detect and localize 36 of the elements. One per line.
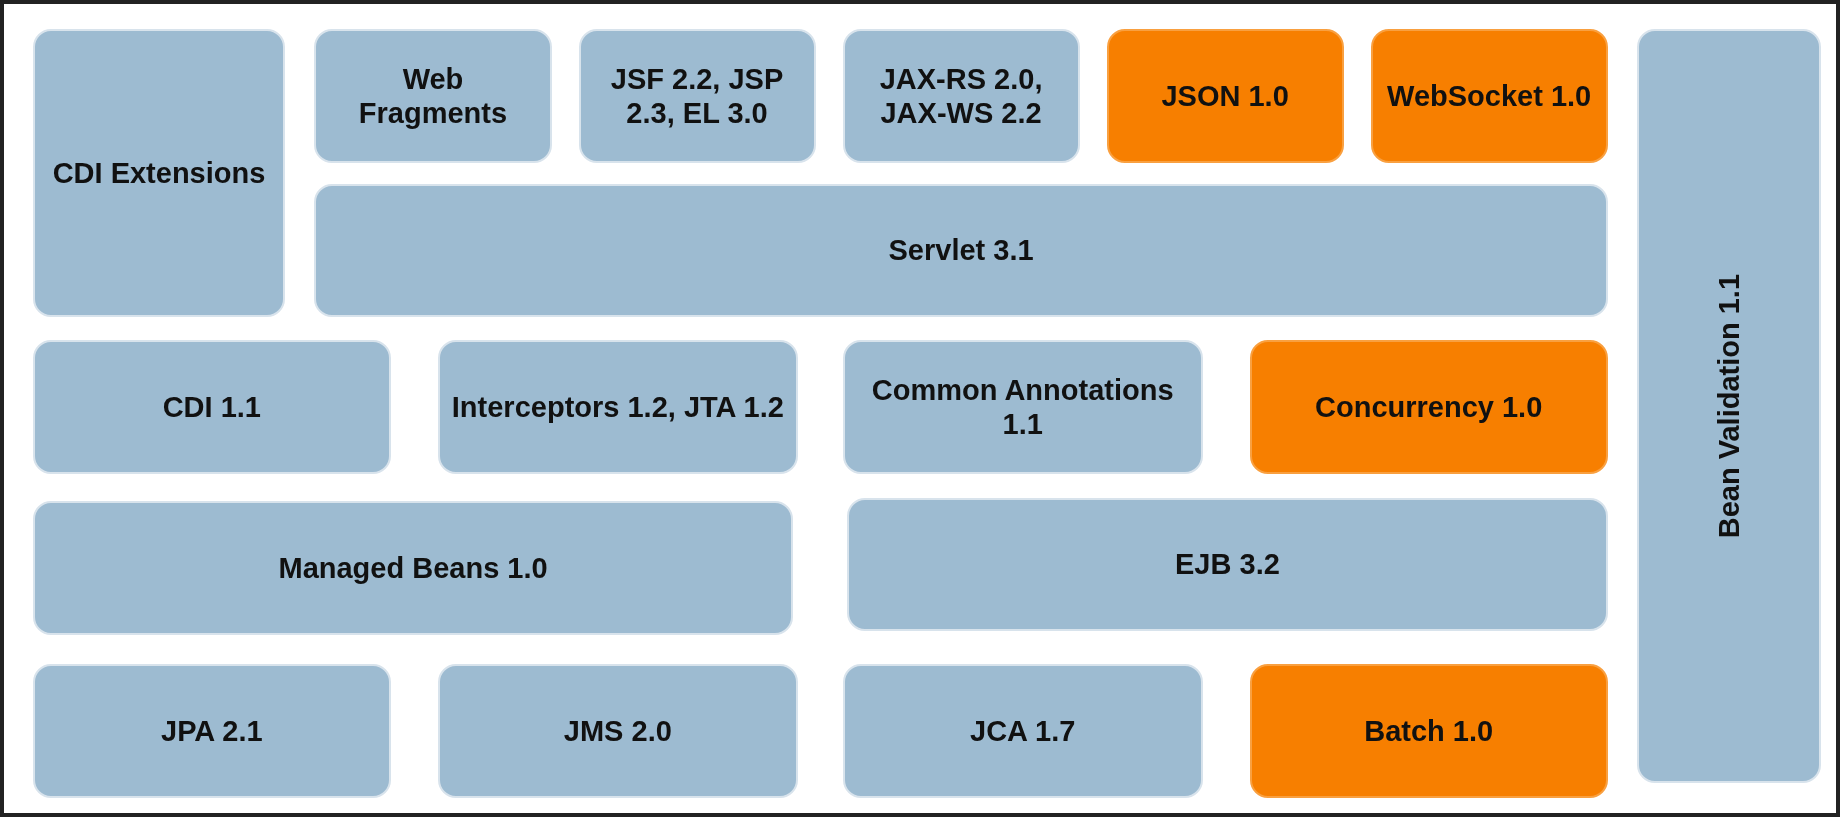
spec-box xyxy=(314,29,552,164)
spec-label: Servlet 3.1 xyxy=(887,233,1035,268)
spec-label: Bean Validation 1.1 xyxy=(1712,272,1746,541)
spec-label: JMS 2.0 xyxy=(562,713,673,749)
spec-box xyxy=(1637,29,1822,783)
spec-label: Interceptors 1.2, JTA 1.2 xyxy=(450,390,785,425)
spec-box xyxy=(437,664,798,798)
spec-box xyxy=(1370,29,1608,164)
spec-box xyxy=(32,29,286,317)
spec-box xyxy=(1249,664,1608,798)
spec-box xyxy=(578,29,816,164)
spec-box xyxy=(842,29,1080,164)
spec-label: JSF 2.2, JSP 2.3, EL 3.0 xyxy=(609,62,785,131)
spec-box xyxy=(437,340,798,475)
spec-label: Managed Beans 1.0 xyxy=(277,550,549,586)
spec-label: JSON 1.0 xyxy=(1160,79,1290,114)
spec-label: Common Annotations 1.1 xyxy=(870,372,1175,442)
spec-label: JCA 1.7 xyxy=(969,713,1077,749)
spec-label: CDI Extensions xyxy=(51,155,267,191)
spec-label: JAX-RS 2.0, JAX-WS 2.2 xyxy=(878,62,1044,131)
spec-box xyxy=(1106,29,1344,164)
spec-label: JPA 2.1 xyxy=(160,713,264,749)
spec-label: CDI 1.1 xyxy=(161,390,262,425)
spec-box xyxy=(842,664,1203,798)
spec-box xyxy=(847,497,1608,632)
spec-box xyxy=(32,340,391,475)
spec-box xyxy=(842,340,1203,475)
spec-label: EJB 3.2 xyxy=(1174,547,1281,582)
spec-box xyxy=(32,664,391,798)
spec-box xyxy=(1249,340,1608,475)
spec-label: Batch 1.0 xyxy=(1363,713,1495,749)
spec-box xyxy=(314,184,1608,317)
spec-label: WebSocket 1.0 xyxy=(1386,79,1593,114)
spec-box xyxy=(32,501,794,635)
spec-label: Web Fragments xyxy=(357,62,509,131)
spec-label: Concurrency 1.0 xyxy=(1314,390,1544,425)
